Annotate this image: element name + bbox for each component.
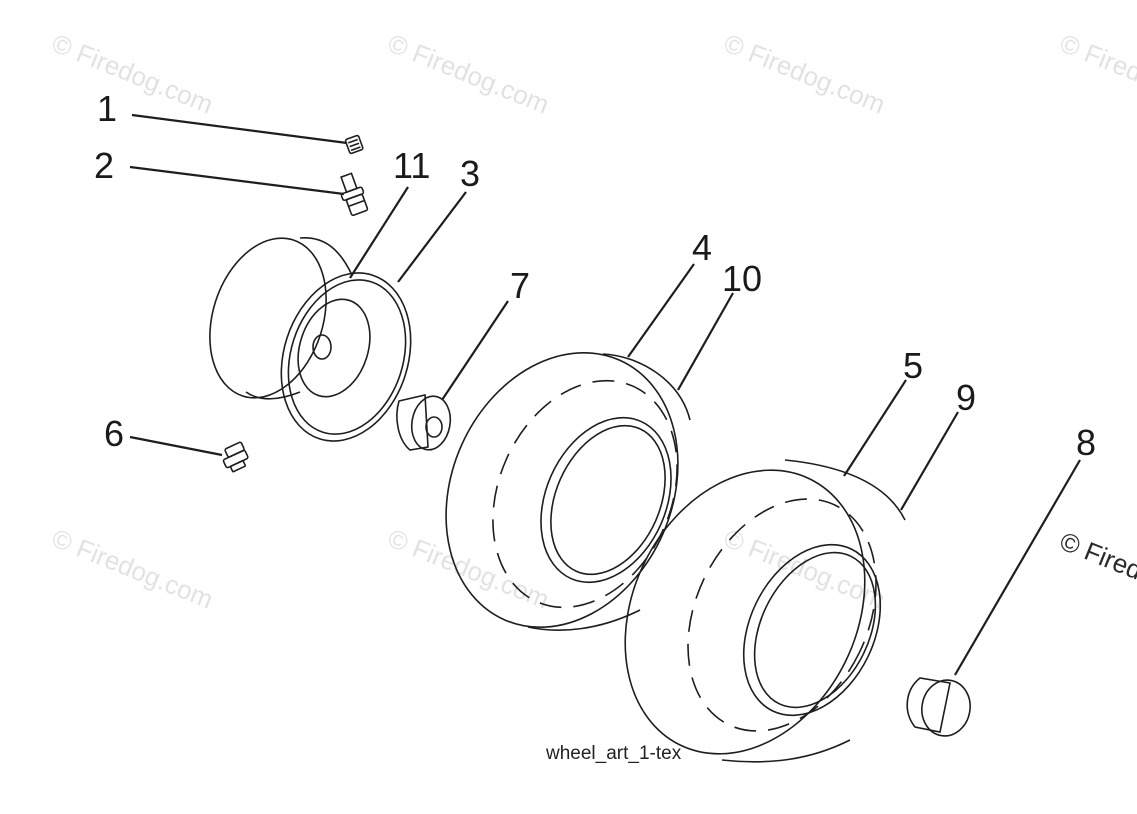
callout-9: 9 <box>956 377 976 418</box>
watermark: © Firedog.com <box>1056 28 1137 120</box>
valve-stem <box>340 172 369 217</box>
leader-line <box>843 379 907 477</box>
leader-line <box>349 186 409 279</box>
leader-line <box>441 300 509 401</box>
grease-fitting <box>222 441 249 473</box>
tire-front <box>445 351 691 631</box>
watermark: © Firedog.com <box>384 523 554 615</box>
wheel-rim <box>209 237 412 442</box>
leader-line <box>954 459 1081 676</box>
valve-cap <box>344 134 364 155</box>
callout-numbers: 1 2 11 3 4 10 7 5 9 8 6 <box>94 88 1096 463</box>
watermark: © Firedog.com <box>384 28 554 120</box>
wheel-bushing <box>396 394 452 451</box>
callout-2: 2 <box>94 145 114 186</box>
tire-rear <box>624 459 906 763</box>
watermark: © Firedog.com <box>48 523 218 615</box>
leader-line <box>397 191 467 283</box>
callout-3: 3 <box>460 153 480 194</box>
leader-line <box>900 411 959 511</box>
leader-line <box>129 435 223 457</box>
leader-line <box>677 292 734 391</box>
callout-4: 4 <box>692 227 712 268</box>
callout-5: 5 <box>903 345 923 386</box>
callout-11: 11 <box>393 145 430 186</box>
leader-line <box>131 113 348 145</box>
callout-6: 6 <box>104 413 124 454</box>
callout-10: 10 <box>722 258 762 299</box>
leader-line <box>129 165 345 196</box>
callout-7: 7 <box>510 265 530 306</box>
watermark: © Firedog.com <box>48 28 218 120</box>
hub-cap <box>906 677 971 737</box>
watermark: © Firedog.com <box>720 28 890 120</box>
leader-line <box>627 263 695 358</box>
callout-1: 1 <box>97 88 117 129</box>
diagram-caption: wheel_art_1-tex <box>545 743 682 764</box>
watermark-edge: © Fired <box>1056 526 1137 586</box>
callout-8: 8 <box>1076 422 1096 463</box>
leader-lines <box>129 113 1081 676</box>
